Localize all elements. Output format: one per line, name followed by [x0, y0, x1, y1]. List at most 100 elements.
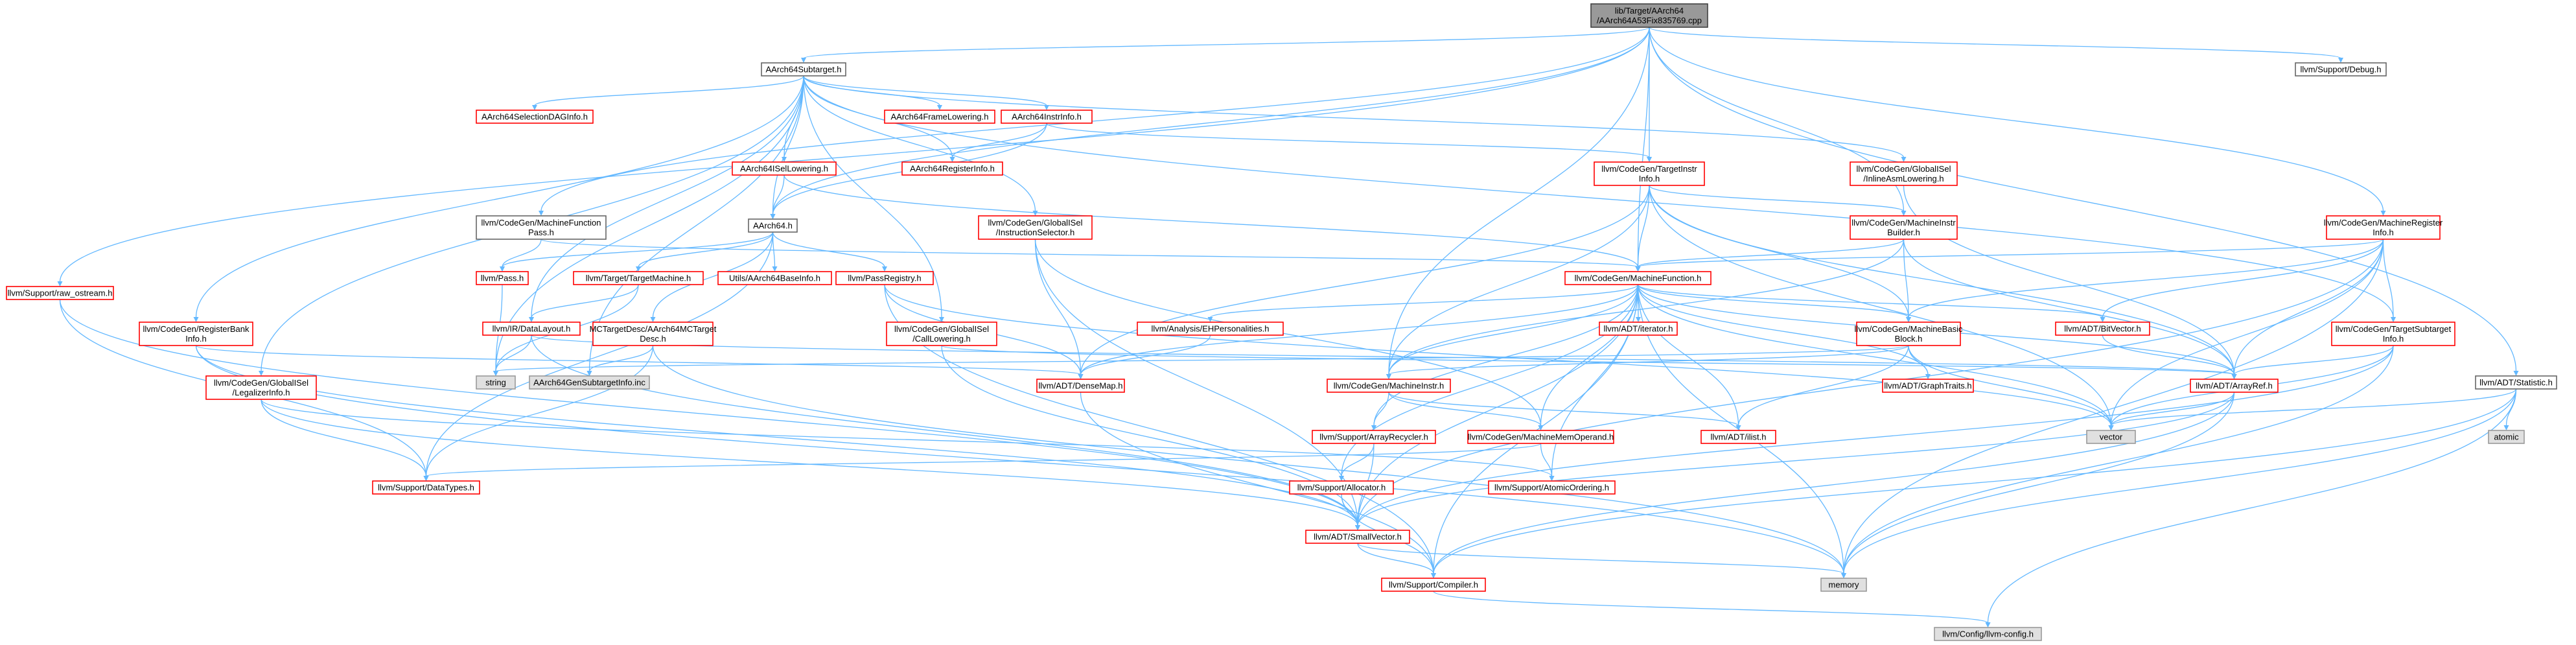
node-box	[717, 271, 832, 285]
node-box	[1381, 578, 1486, 592]
node-base-info[interactable]: Utils/AArch64BaseInfo.h	[717, 271, 832, 285]
dependency-edge	[1637, 284, 2106, 322]
node-label: llvm/CodeGen/GlobalISel	[988, 218, 1083, 228]
node-box	[529, 375, 650, 390]
edge-arrowhead	[2108, 425, 2114, 430]
dependency-edge	[782, 75, 804, 162]
dependency-edge	[801, 27, 1650, 63]
node-label: AArch64GenSubtargetInfo.inc	[533, 378, 645, 388]
edge-arrowhead	[1636, 317, 1641, 322]
node-pass-registry[interactable]: llvm/PassRegistry.h	[835, 271, 934, 285]
node-machine-function[interactable]: llvm/CodeGen/MachineFunction.h	[1564, 271, 1712, 285]
node-target-machine[interactable]: llvm/Target/TargetMachine.h	[573, 271, 704, 285]
dependency-edge	[2102, 334, 2237, 379]
dependency-edge	[195, 345, 1846, 578]
node-frame-lowering[interactable]: AArch64FrameLowering.h	[884, 110, 995, 124]
edge-arrowhead	[1032, 211, 1038, 216]
node-gisel-call[interactable]: llvm/CodeGen/GlobalISel/CallLowering.h	[886, 322, 997, 346]
node-data-types[interactable]: llvm/Support/DataTypes.h	[372, 480, 480, 495]
node-small-vector[interactable]: llvm/ADT/SmallVector.h	[1305, 530, 1410, 544]
node-label: llvm/Support/Allocator.h	[1297, 483, 1386, 493]
dependency-edge	[500, 231, 774, 272]
dependency-edge	[1540, 443, 1555, 481]
dependency-edge	[529, 284, 639, 322]
node-label: /InlineAsmLowering.h	[1863, 174, 1944, 183]
node-gisel-legalizer[interactable]: llvm/CodeGen/GlobalISel/LegalizerInfo.h	[205, 375, 317, 400]
node-adt-statistic[interactable]: llvm/ADT/Statistic.h	[2475, 375, 2557, 390]
dependency-edge	[2231, 239, 2384, 379]
node-subtarget[interactable]: AArch64Subtarget.h	[761, 62, 846, 76]
node-aarch64[interactable]: AArch64.h	[748, 218, 798, 233]
node-box	[1289, 480, 1394, 495]
dependency-edge	[2382, 239, 2396, 322]
node-box	[1700, 430, 1776, 444]
node-support-debug[interactable]: llvm/Support/Debug.h	[2295, 62, 2387, 76]
dependency-edge	[803, 75, 1907, 162]
node-adt-ilist[interactable]: llvm/ADT/ilist.h	[1700, 430, 1776, 444]
node-pass[interactable]: llvm/Pass.h	[476, 271, 529, 285]
edge-arrowhead	[57, 281, 63, 287]
node-compiler[interactable]: llvm/Support/Compiler.h	[1381, 578, 1486, 592]
node-gisel-isel[interactable]: llvm/CodeGen/GlobalISel/InstructionSelec…	[978, 215, 1093, 240]
edge-arrowhead	[770, 214, 776, 219]
edge-arrowhead	[772, 266, 778, 272]
node-label: llvm/Pass.h	[481, 274, 524, 283]
edge-arrowhead	[1901, 157, 1907, 162]
edge-arrowhead	[1371, 425, 1376, 430]
dependency-edge	[1357, 543, 1846, 578]
node-label: llvm/Support/Debug.h	[2300, 65, 2381, 75]
dependency-edge	[540, 239, 1641, 272]
node-box	[732, 161, 837, 176]
edge-arrowhead	[636, 266, 641, 272]
node-label: llvm/CodeGen/MachineInstr.h	[1334, 381, 1445, 391]
node-label: AArch64ISelLowering.h	[740, 164, 828, 174]
edge-arrowhead	[500, 266, 505, 272]
node-isel-lowering[interactable]: AArch64ISelLowering.h	[732, 161, 837, 176]
edge-arrowhead	[1207, 317, 1213, 322]
node-adt-bitvector[interactable]: llvm/ADT/BitVector.h	[2055, 322, 2150, 336]
node-adt-arrayref[interactable]: llvm/ADT/ArrayRef.h	[2190, 379, 2279, 393]
node-machine-instr[interactable]: llvm/CodeGen/MachineInstr.h	[1327, 379, 1451, 393]
node-label: AArch64InstrInfo.h	[1012, 112, 1082, 122]
dependency-edge	[1635, 239, 1905, 272]
node-mmo[interactable]: llvm/CodeGen/MachineMemOperand.h	[1467, 430, 1614, 444]
node-data-layout[interactable]: llvm/IR/DataLayout.h	[482, 322, 581, 336]
node-label: llvm/Analysis/EHPersonalities.h	[1151, 324, 1269, 334]
node-adt-iterator[interactable]: llvm/ADT/iterator.h	[1599, 322, 1678, 336]
node-adt-densemap[interactable]: llvm/ADT/DenseMap.h	[1036, 379, 1125, 393]
node-label: Utils/AArch64BaseInfo.h	[729, 274, 820, 283]
node-label: AArch64Subtarget.h	[765, 65, 841, 75]
node-register-info[interactable]: AArch64RegisterInfo.h	[901, 161, 1003, 176]
node-box	[886, 322, 997, 346]
node-label: Block.h	[1895, 334, 1923, 344]
dependency-edge	[1841, 239, 2384, 578]
node-label: llvm/Target/TargetMachine.h	[586, 274, 691, 283]
node-box	[2488, 430, 2525, 444]
edge-arrowhead	[1985, 622, 1991, 627]
dependency-edge	[1207, 284, 1639, 322]
node-eh-personalities[interactable]: llvm/Analysis/EHPersonalities.h	[1137, 322, 1284, 336]
node-atomic-ordering[interactable]: llvm/Support/AtomicOrdering.h	[1488, 480, 1616, 495]
node-llvm-config: llvm/Config/llvm-config.h	[1934, 627, 2042, 641]
edge-arrowhead	[937, 105, 942, 110]
node-support-allocator[interactable]: llvm/Support/Allocator.h	[1289, 480, 1394, 495]
node-label: llvm/CodeGen/GlobalISel	[894, 324, 989, 334]
node-adt-graphtraits[interactable]: llvm/ADT/GraphTraits.h	[1882, 379, 1974, 393]
node-raw-ostream[interactable]: llvm/Support/raw_ostream.h	[6, 286, 114, 300]
node-instr-info[interactable]: AArch64InstrInfo.h	[1001, 110, 1093, 124]
node-box	[1934, 627, 2042, 641]
node-gisel-inline[interactable]: llvm/CodeGen/GlobalISel/InlineAsmLowerin…	[1850, 161, 1958, 186]
node-label: AArch64FrameLowering.h	[890, 112, 988, 122]
node-vector: vector	[2086, 430, 2136, 444]
node-array-recycler[interactable]: llvm/Support/ArrayRecycler.h	[1312, 430, 1436, 444]
node-sel-dag[interactable]: AArch64SelectionDAGInfo.h	[476, 110, 594, 124]
dependency-edge	[1637, 284, 1911, 322]
